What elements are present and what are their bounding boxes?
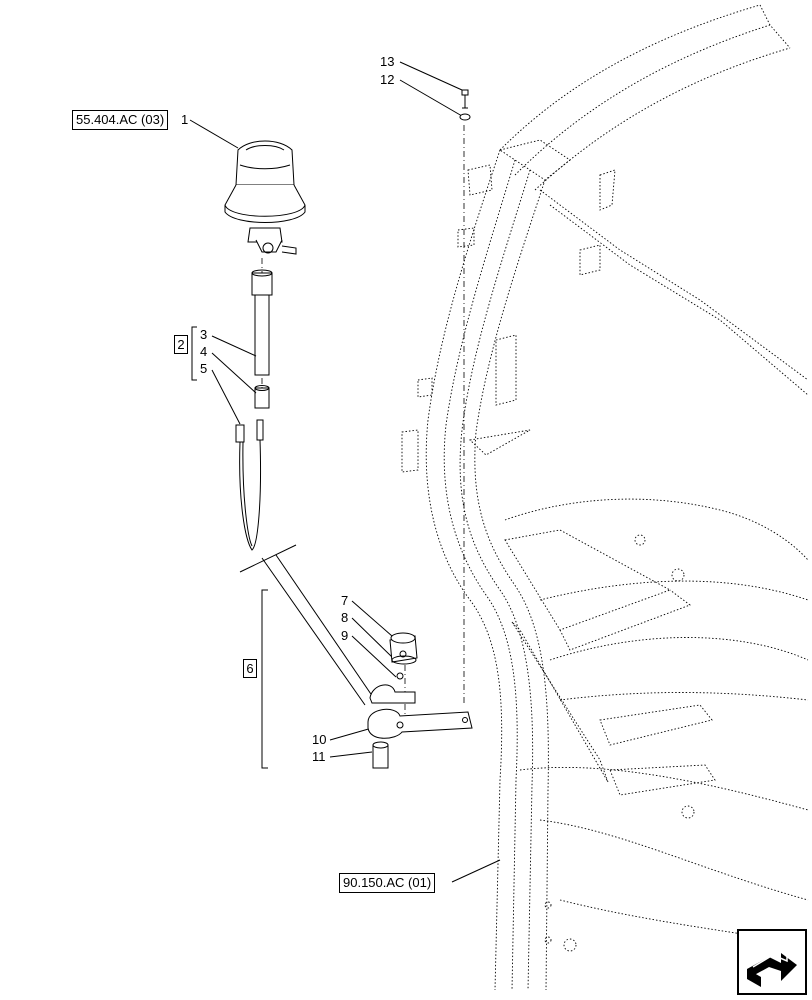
mounting-bracket-part [367,708,473,739]
callout-13: 13 [380,54,395,69]
callout-1: 1 [181,112,189,127]
beacon-lamp-part [224,140,306,255]
cab-frame [401,4,809,991]
reference-box-top[interactable]: 55.404.AC (03) [72,110,169,130]
callout-4: 4 [200,344,208,359]
leader-9 [351,635,397,678]
callout-2: 2 [174,335,188,354]
callout-12: 12 [380,72,395,87]
leader-11 [329,751,373,758]
callout-8: 8 [341,610,349,625]
sleeve-part [372,741,389,769]
clamp-part [369,684,416,704]
screw-washer-part [459,89,471,121]
cable-harness-part [235,419,264,551]
callout-5: 5 [200,361,208,376]
spacer-part [254,385,270,409]
next-page-arrow-icon [747,949,800,987]
next-page-button[interactable] [737,929,807,995]
callout-9: 9 [341,628,349,643]
reference-box-bottom[interactable]: 90.150.AC (01) [339,873,436,893]
leader-12 [399,79,463,117]
leader-4 [211,352,257,394]
callout-11: 11 [312,749,326,764]
leader-13 [399,61,463,91]
mast-tube-part [251,269,273,376]
leader-7 [351,600,393,637]
knob-part [389,632,418,680]
callout-7: 7 [341,593,349,608]
leader-8 [351,617,393,658]
leader-3 [211,335,257,357]
callout-3: 3 [200,327,208,342]
callout-10: 10 [312,732,327,747]
callout-6: 6 [243,659,257,678]
leader-5 [211,369,241,425]
leader-1 [189,119,239,149]
leader-10 [329,727,373,741]
leader-bottom-ref [451,859,501,883]
